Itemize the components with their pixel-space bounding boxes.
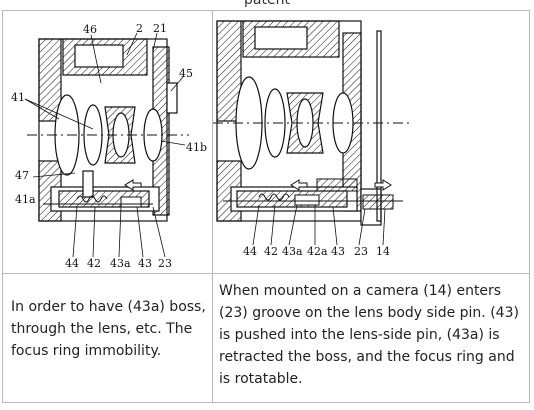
label-43: 43 [331, 245, 345, 258]
label-43a: 43a [282, 245, 303, 258]
figure-row: 46 2 21 45 41 41b 47 41a 44 42 43a 43 23 [2, 10, 530, 274]
mounted-description: When mounted on a camera (14) enters (23… [219, 283, 519, 387]
label-14: 14 [376, 245, 390, 258]
label-43: 43 [138, 257, 152, 270]
leader-lines [24, 32, 186, 258]
label-21: 21 [153, 22, 167, 35]
label-23: 23 [158, 257, 172, 270]
label-23: 23 [354, 245, 368, 258]
right-description-cell: When mounted on a camera (14) enters (23… [212, 273, 530, 403]
label-46: 46 [83, 23, 97, 36]
reference-numerals: 46 2 21 45 41 41b 47 41a 44 42 43a 43 23 [11, 22, 207, 270]
label-41b: 41b [186, 141, 207, 154]
label-44: 44 [65, 257, 79, 270]
label-45: 45 [179, 67, 193, 80]
label-42: 42 [87, 257, 101, 270]
label-41: 41 [11, 91, 25, 104]
left-figure-cell: 46 2 21 45 41 41b 47 41a 44 42 43a 43 23 [2, 10, 213, 274]
label-43a: 43a [110, 257, 131, 270]
leader-lines [252, 204, 386, 246]
patent-comparison-table: 46 2 21 45 41 41b 47 41a 44 42 43a 43 23 [2, 10, 530, 403]
label-41a: 41a [15, 193, 36, 206]
pin-spring-mechanism [43, 179, 153, 208]
label-42: 42 [264, 245, 278, 258]
right-figure-cell: 44 42 43a 42a 43 23 14 [212, 10, 530, 274]
reference-numerals: 44 42 43a 42a 43 23 14 [243, 245, 390, 258]
label-2: 2 [136, 22, 143, 35]
description-row: In order to have (43a) boss, through the… [2, 273, 530, 403]
lens-cross-section-unmounted: 46 2 21 45 41 41b 47 41a 44 42 43a 43 23 [11, 22, 207, 270]
lens-cross-section-mounted: 44 42 43a 42a 43 23 14 [213, 20, 413, 258]
label-44: 44 [243, 245, 257, 258]
unmounted-description: In order to have (43a) boss, through the… [11, 299, 206, 359]
patent-caption: patent [244, 0, 290, 8]
pin-spring-mechanism [223, 178, 403, 210]
label-42a: 42a [307, 245, 328, 258]
lens-elements [54, 94, 163, 198]
left-description-cell: In order to have (43a) boss, through the… [2, 273, 213, 403]
label-47: 47 [15, 169, 29, 182]
